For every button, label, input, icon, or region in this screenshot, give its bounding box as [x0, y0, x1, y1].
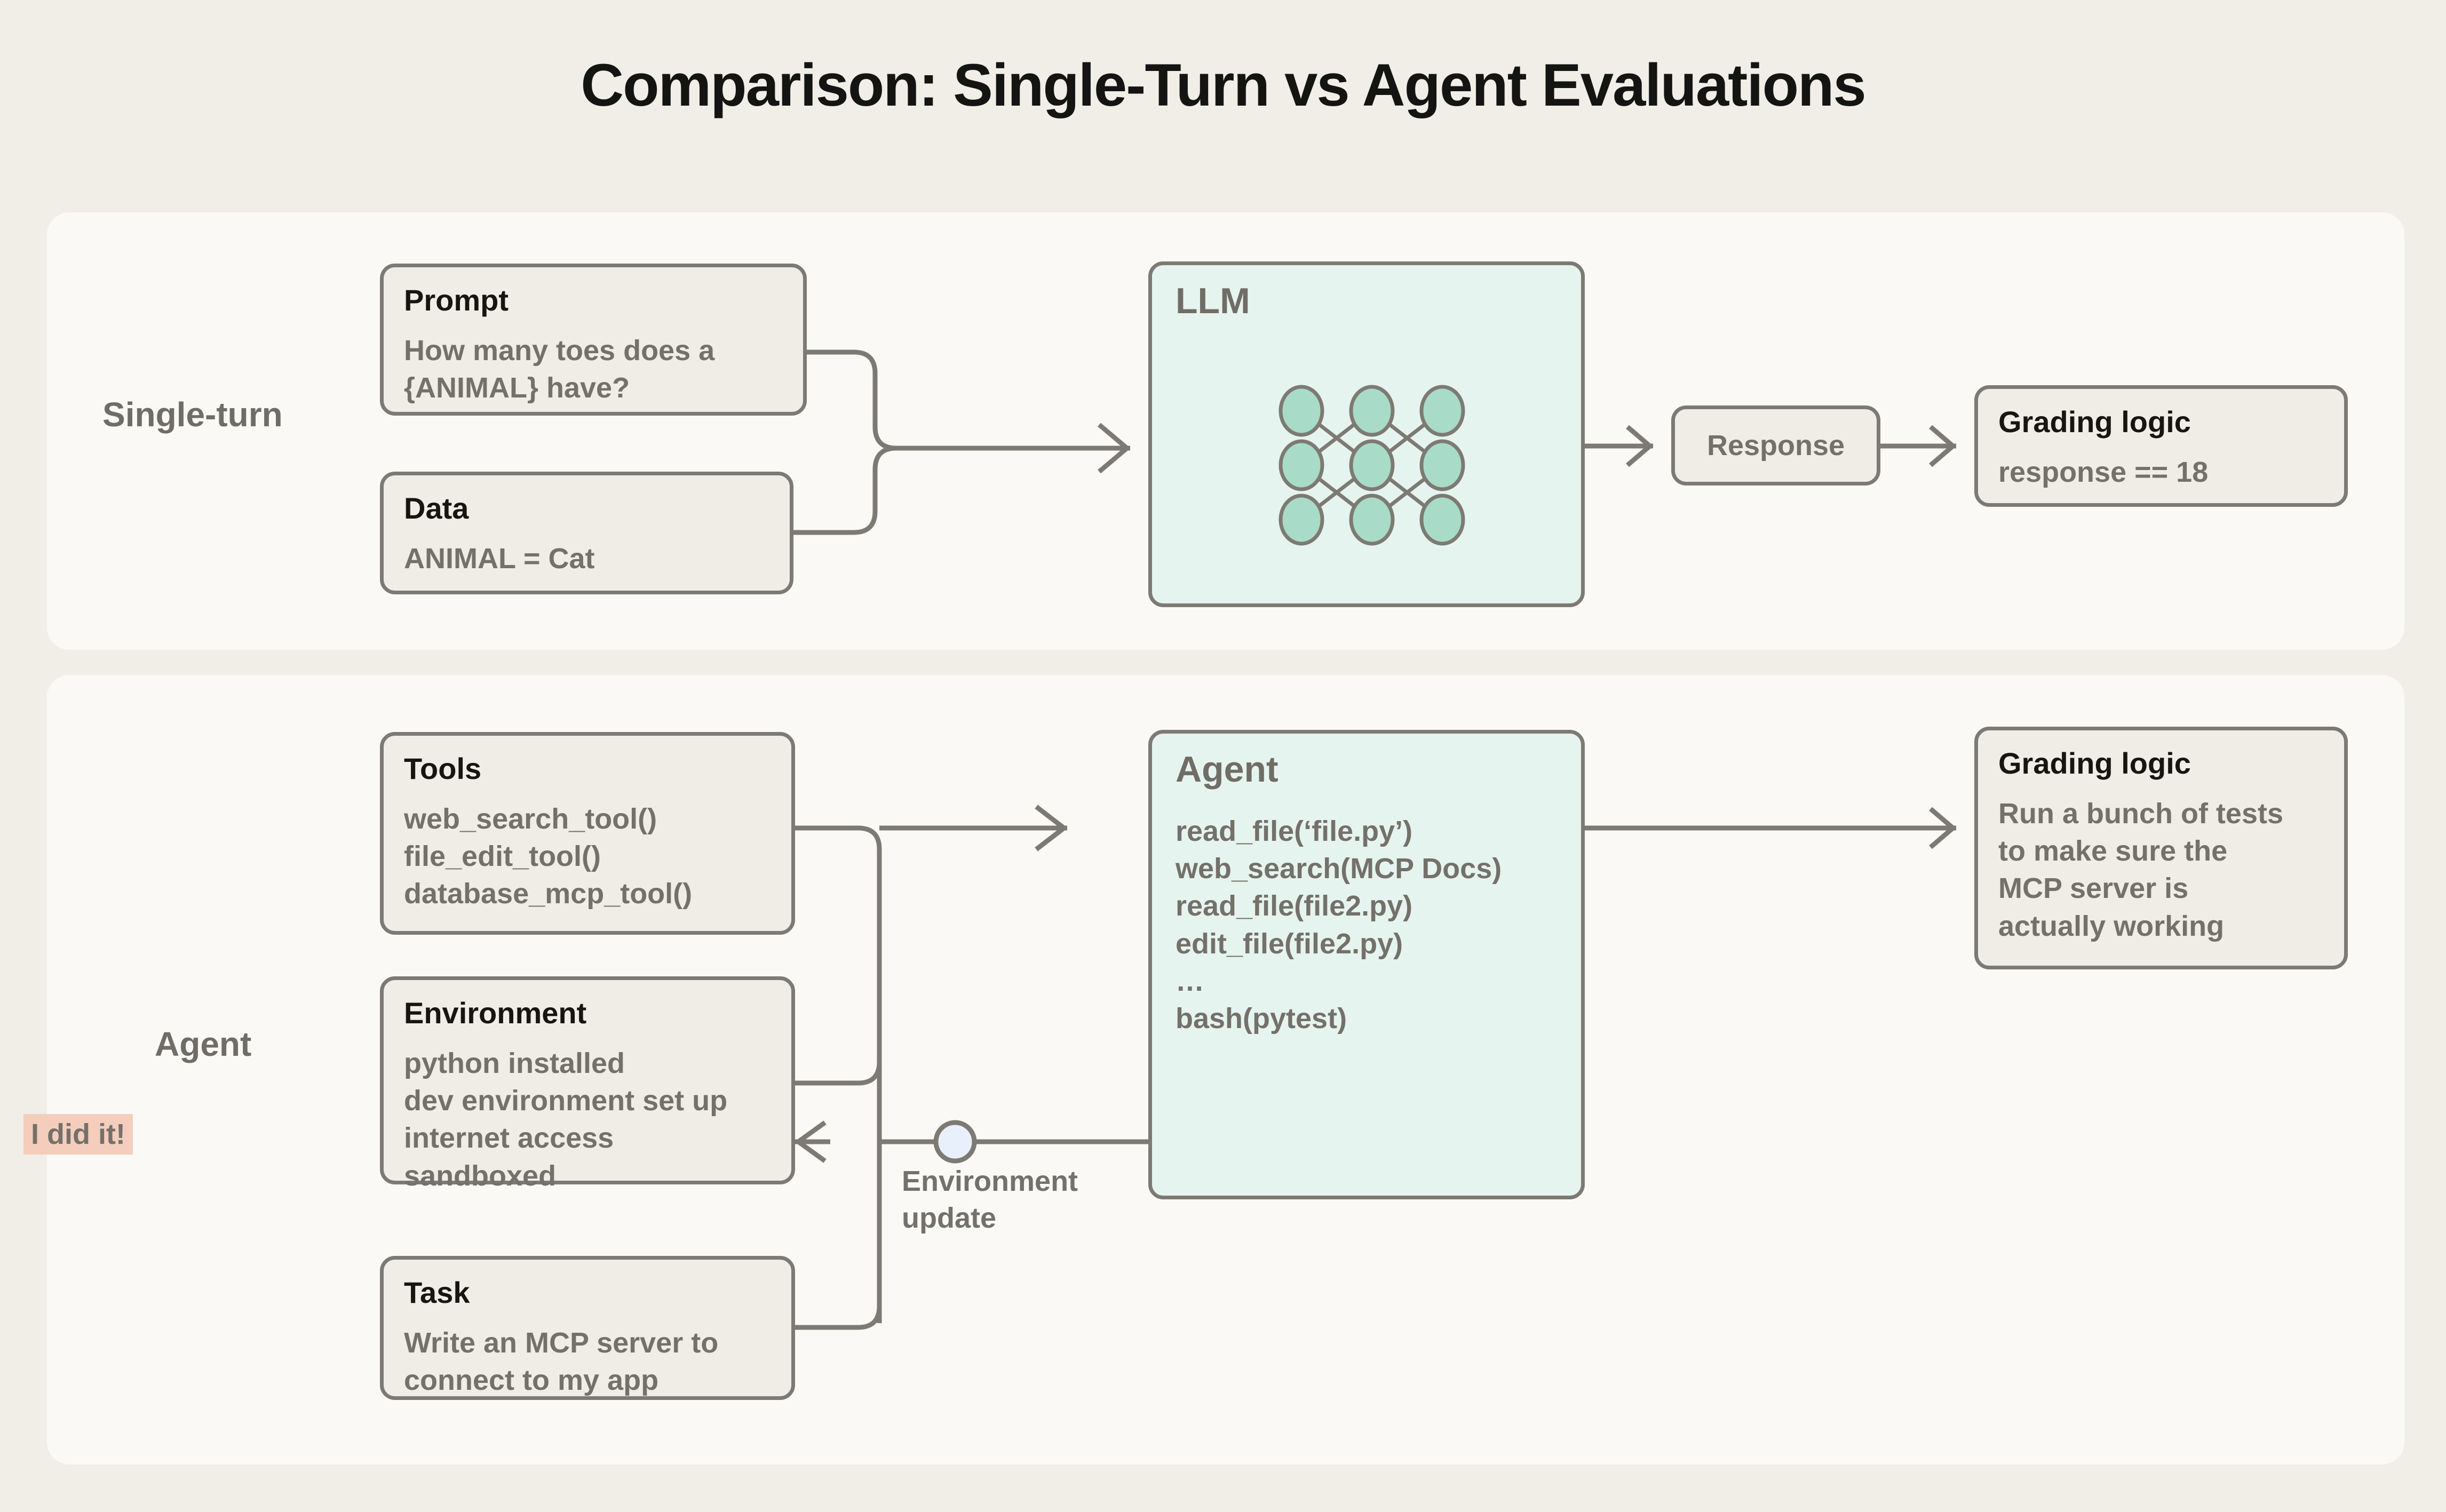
- card-task-title: Task: [404, 1276, 470, 1309]
- card-grading-single-body: response == 18: [1998, 456, 2209, 488]
- row-label-single-turn: Single-turn: [102, 395, 283, 434]
- card-environment-body: python installed dev environment set up …: [404, 1047, 728, 1192]
- card-task-body: Write an MCP server to connect to my app: [404, 1326, 719, 1397]
- card-response-label: Response: [1706, 429, 1845, 461]
- box-agent-heading: Agent: [1176, 749, 1278, 790]
- card-grading-single-title: Grading logic: [1998, 405, 2191, 439]
- card-grading-agent-body: Run a bunch of tests to make sure the MC…: [1998, 797, 2284, 942]
- card-response: Response: [1671, 405, 1880, 486]
- card-environment: Environment python installed dev environ…: [380, 976, 795, 1192]
- card-task: Task Write an MCP server to connect to m…: [380, 1256, 795, 1400]
- card-data-body: ANIMAL = Cat: [404, 542, 595, 575]
- card-data: Data ANIMAL = Cat: [380, 472, 793, 594]
- page-title: Comparison: Single-Turn vs Agent Evaluat…: [581, 52, 1866, 118]
- card-prompt-title: Prompt: [404, 283, 509, 317]
- card-prompt-body: How many toes does a {ANIMAL} have?: [404, 334, 715, 404]
- agent-tool-call-trace: read_file(‘file.py’) web_search(MCP Docs…: [1176, 815, 1502, 1034]
- box-llm: LLM: [1148, 261, 1585, 607]
- card-environment-title: Environment: [404, 996, 587, 1030]
- neural-network-icon: [1278, 385, 1465, 546]
- card-data-title: Data: [404, 491, 469, 525]
- card-grading-logic-agent: Grading logic Run a bunch of tests to ma…: [1974, 727, 2348, 969]
- box-agent: Agent read_file(‘file.py’) web_search(MC…: [1148, 730, 1585, 1199]
- row-label-agent: Agent: [155, 1025, 252, 1063]
- environment-update-label: Environment update: [902, 1165, 1078, 1235]
- card-tools-title: Tools: [404, 752, 482, 785]
- box-llm-heading: LLM: [1176, 281, 1250, 321]
- card-prompt: Prompt How many toes does a {ANIMAL} hav…: [380, 264, 807, 416]
- card-grading-agent-title: Grading logic: [1998, 746, 2191, 780]
- card-grading-logic-single-turn: Grading logic response == 18: [1974, 385, 2348, 507]
- card-tools-body: web_search_tool() file_edit_tool() datab…: [404, 802, 693, 910]
- agent-done-badge: I did it!: [23, 1114, 133, 1155]
- card-tools: Tools web_search_tool() file_edit_tool()…: [380, 732, 795, 935]
